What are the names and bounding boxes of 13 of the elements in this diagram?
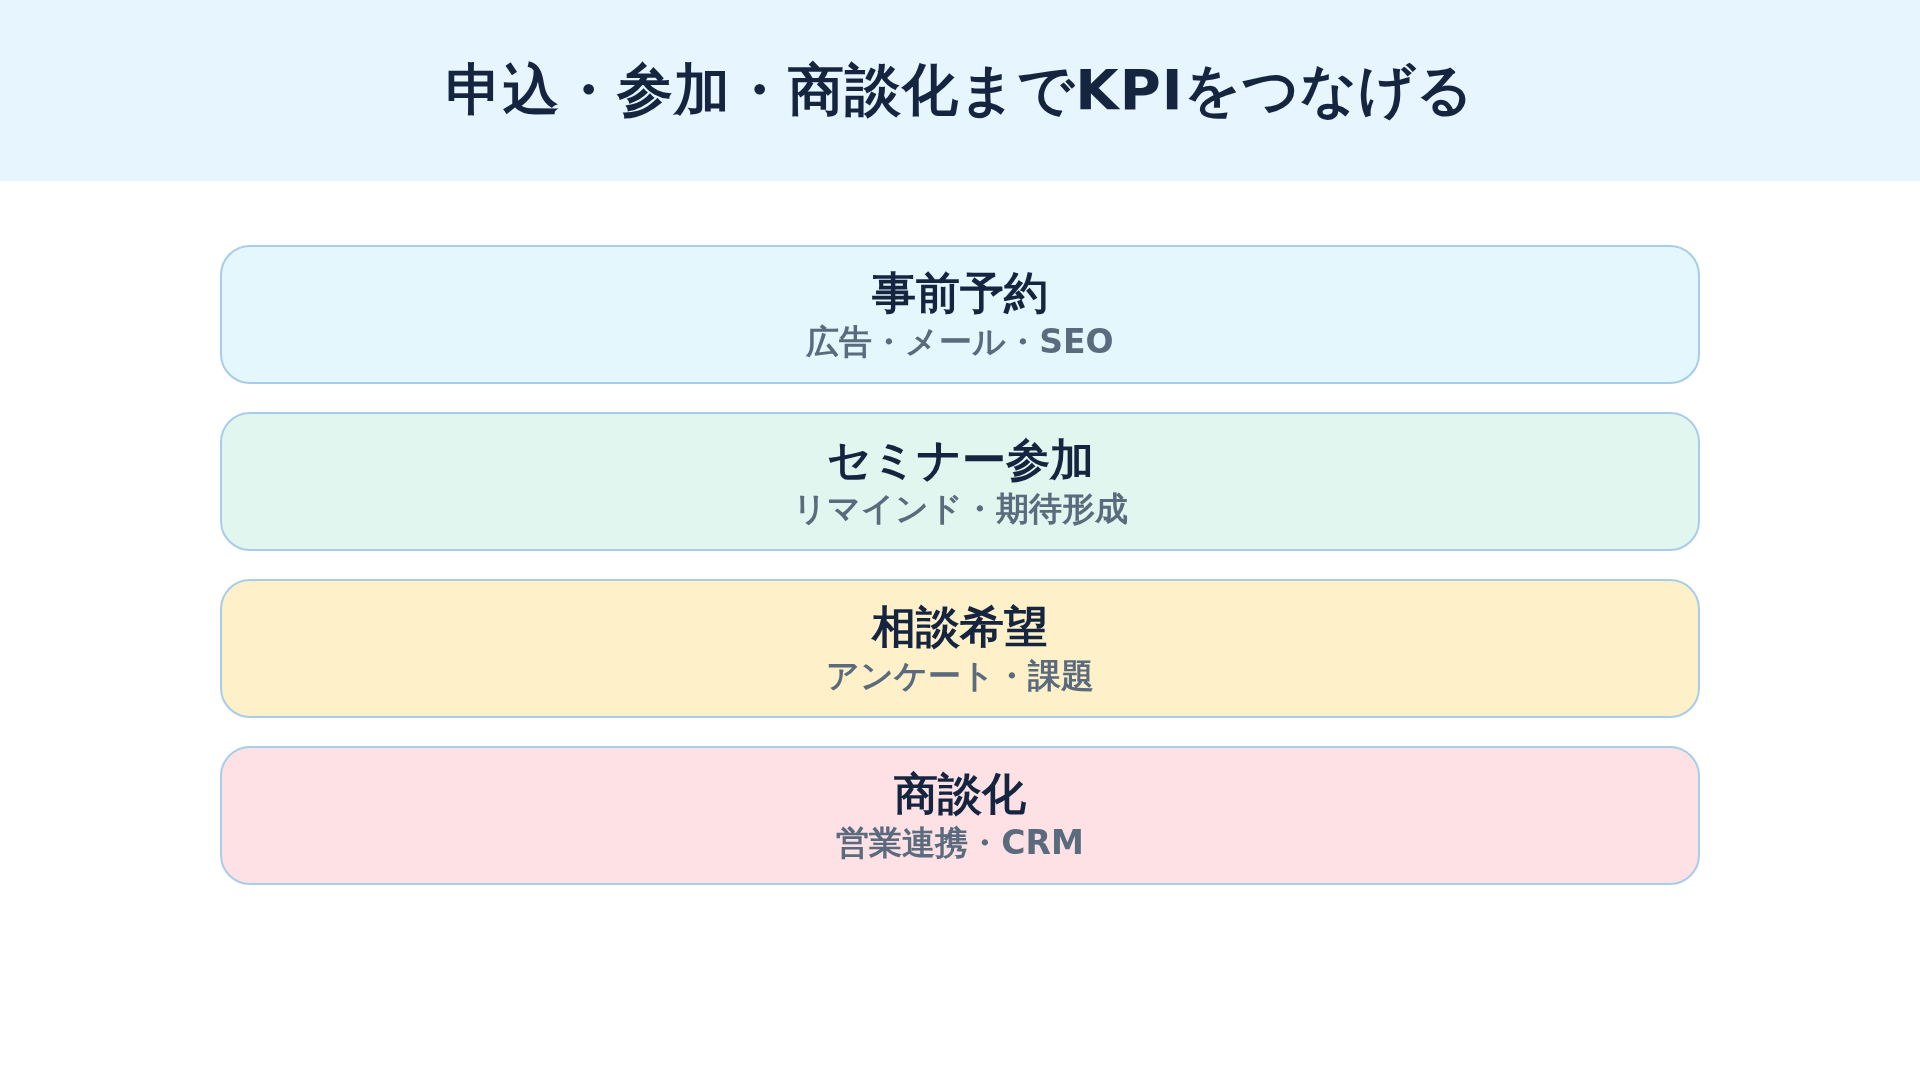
stage-box <box>220 746 1700 885</box>
stage-box <box>220 412 1700 551</box>
stage-detail: アンケート・課題 <box>826 656 1094 695</box>
stage-heading: セミナー参加 <box>826 435 1094 486</box>
stage-box <box>220 245 1700 384</box>
stage-detail: リマインド・期待形成 <box>792 489 1128 528</box>
title: 申込・参加・商談化までKPIをつなげる <box>446 55 1474 124</box>
stage-detail: 営業連携・CRM <box>836 823 1084 862</box>
stage-heading: 商談化 <box>894 769 1026 820</box>
stage-heading: 相談希望 <box>872 602 1048 653</box>
stage-heading: 事前予約 <box>872 268 1048 319</box>
stage-detail: 広告・メール・SEO <box>806 322 1114 361</box>
stage-box <box>220 579 1700 718</box>
